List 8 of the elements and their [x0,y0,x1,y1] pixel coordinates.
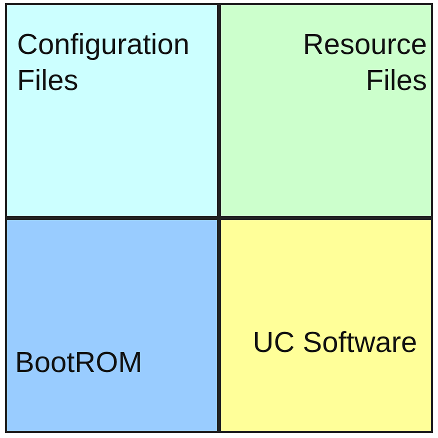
piece-label: UC Software [252,326,418,361]
puzzle-piece [5,3,219,218]
piece-label: Configuration Files [17,28,190,99]
puzzle-piece [219,3,433,218]
puzzle-piece [5,218,219,433]
puzzle-piece [219,218,433,433]
piece-label: BootROM [15,346,144,381]
piece-label: Resource Files [302,28,427,99]
